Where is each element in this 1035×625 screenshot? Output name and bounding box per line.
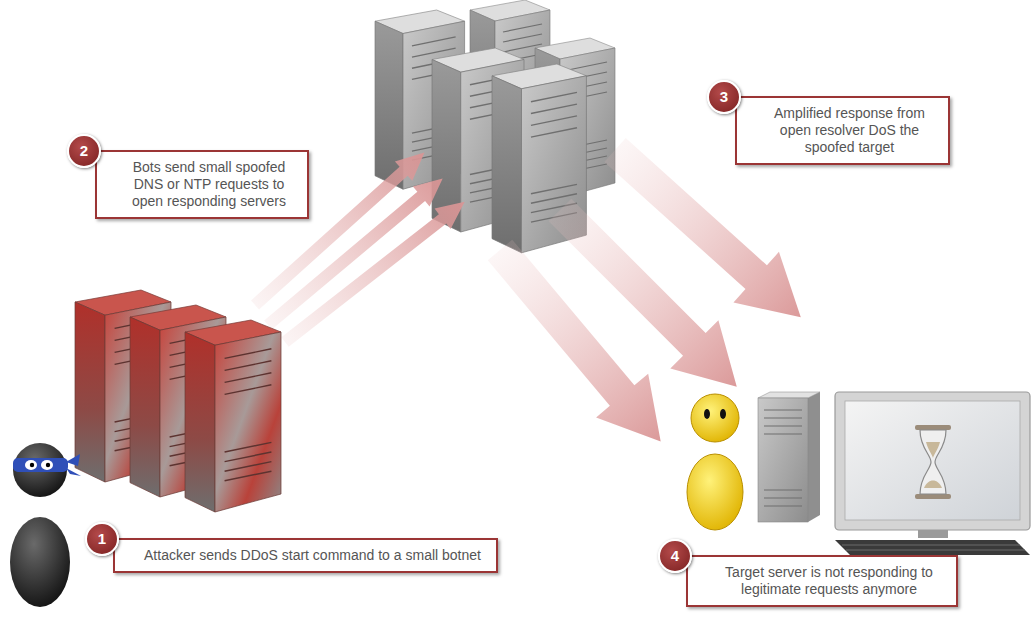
target-user <box>687 394 743 530</box>
callout-number-circle: 2 <box>67 134 101 168</box>
attacker-figure <box>10 443 81 607</box>
callout-number-circle: 1 <box>85 522 119 556</box>
callout-text: Attacker sends DDoS start command to a s… <box>139 547 486 564</box>
hourglass-icon <box>915 425 951 499</box>
callout-text: Amplified response from open resolver Do… <box>761 105 938 156</box>
callout-number-circle: 3 <box>707 80 741 114</box>
callout-number: 3 <box>720 88 728 105</box>
callout-box: 2Bots send small spoofed DNS or NTP requ… <box>95 150 309 219</box>
target-monitor <box>835 392 1030 555</box>
callout-number: 4 <box>671 547 679 564</box>
callout-number-circle: 4 <box>658 539 692 573</box>
botnet-servers <box>75 290 281 512</box>
callout-box: 1Attacker sends DDoS start command to a … <box>113 538 498 573</box>
callout-number: 1 <box>98 530 106 547</box>
target-server <box>758 392 820 522</box>
callout-box: 3Amplified response from open resolver D… <box>735 96 950 165</box>
callout-box: 4Target server is not responding to legi… <box>686 555 958 607</box>
callout-text: Target server is not responding to legit… <box>712 564 946 598</box>
callout-text: Bots send small spoofed DNS or NTP reque… <box>121 159 297 210</box>
callout-number: 2 <box>80 142 88 159</box>
